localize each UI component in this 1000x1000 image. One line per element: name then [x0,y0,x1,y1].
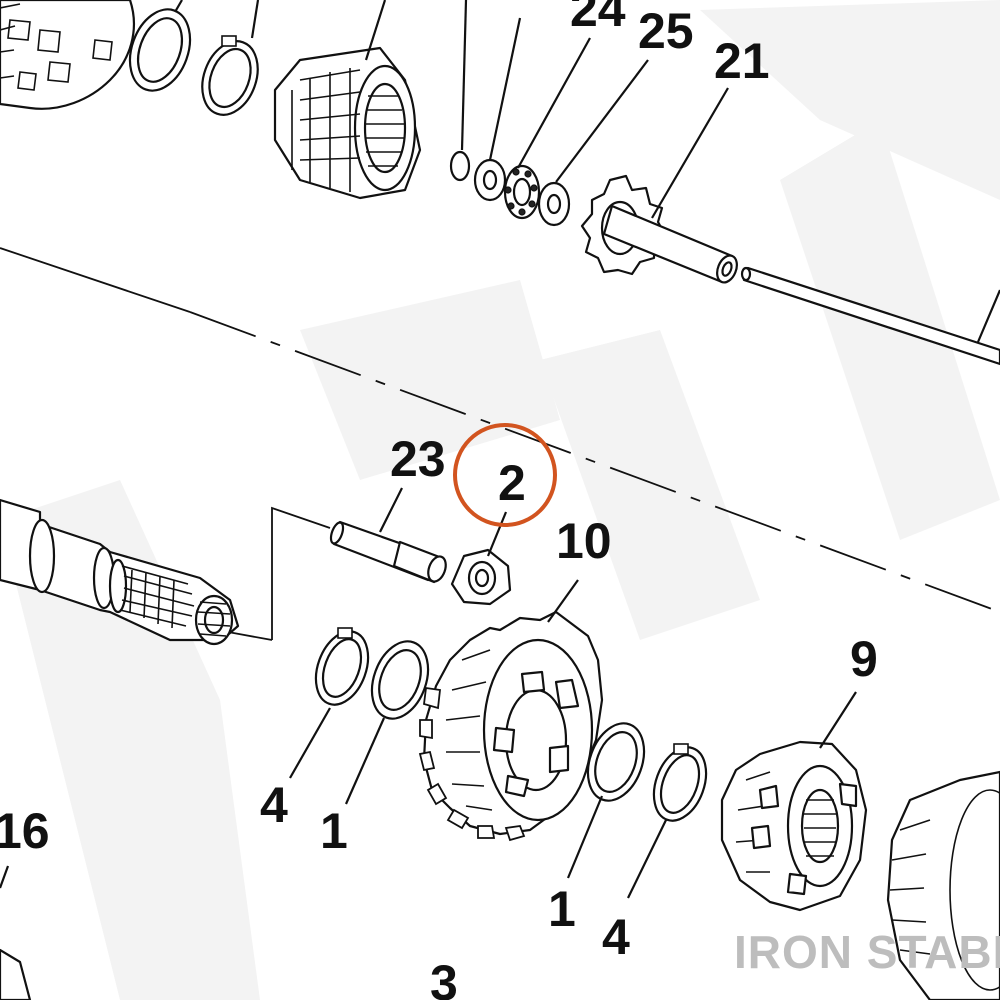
shaft-illustration [602,204,738,284]
callout-10: 10 [556,513,612,569]
callout-labels: 24 25 21 23 2 10 9 4 1 1 4 16 3 [0,0,878,1000]
gear-illustration [720,740,868,912]
shaft-illustration [0,498,240,646]
snap-ring-illustration [314,627,370,706]
callout-21: 21 [714,33,770,89]
callout-23: 23 [390,431,446,487]
highlight-ring [453,423,557,527]
assembly-axis-lines [0,247,1000,641]
leader-lines [0,0,1000,899]
callout-9: 9 [850,631,878,687]
ring-illustration [586,722,646,802]
snap-ring-illustration [128,8,192,92]
snap-ring-illustration [652,743,708,822]
callout-4-left: 4 [260,777,288,833]
nut-illustration [450,548,512,606]
callout-1-right: 1 [548,881,576,937]
callout-1-left: 1 [320,803,348,859]
snap-ring-illustration [449,150,471,182]
gear-illustration [886,770,1000,1000]
brand-watermark: IRON STABLE [734,926,1000,978]
callout-4-right: 4 [602,909,630,965]
ring-illustration [370,640,430,720]
bearing-illustration [503,164,541,220]
shaft-illustration [740,266,1000,366]
callout-25: 25 [638,3,694,59]
pin-illustration [329,520,447,584]
gear-illustration [273,46,422,200]
washer-illustration [537,181,571,227]
gear-illustration [418,610,604,842]
gear-illustration [0,948,32,1000]
snap-ring-illustration [201,35,259,116]
gear-illustration [0,0,135,110]
callout-24: 24 [570,0,626,37]
callout-16: 16 [0,803,50,859]
callout-2: 2 [498,455,526,511]
washer-illustration [473,158,507,202]
callout-3: 3 [430,955,458,1000]
